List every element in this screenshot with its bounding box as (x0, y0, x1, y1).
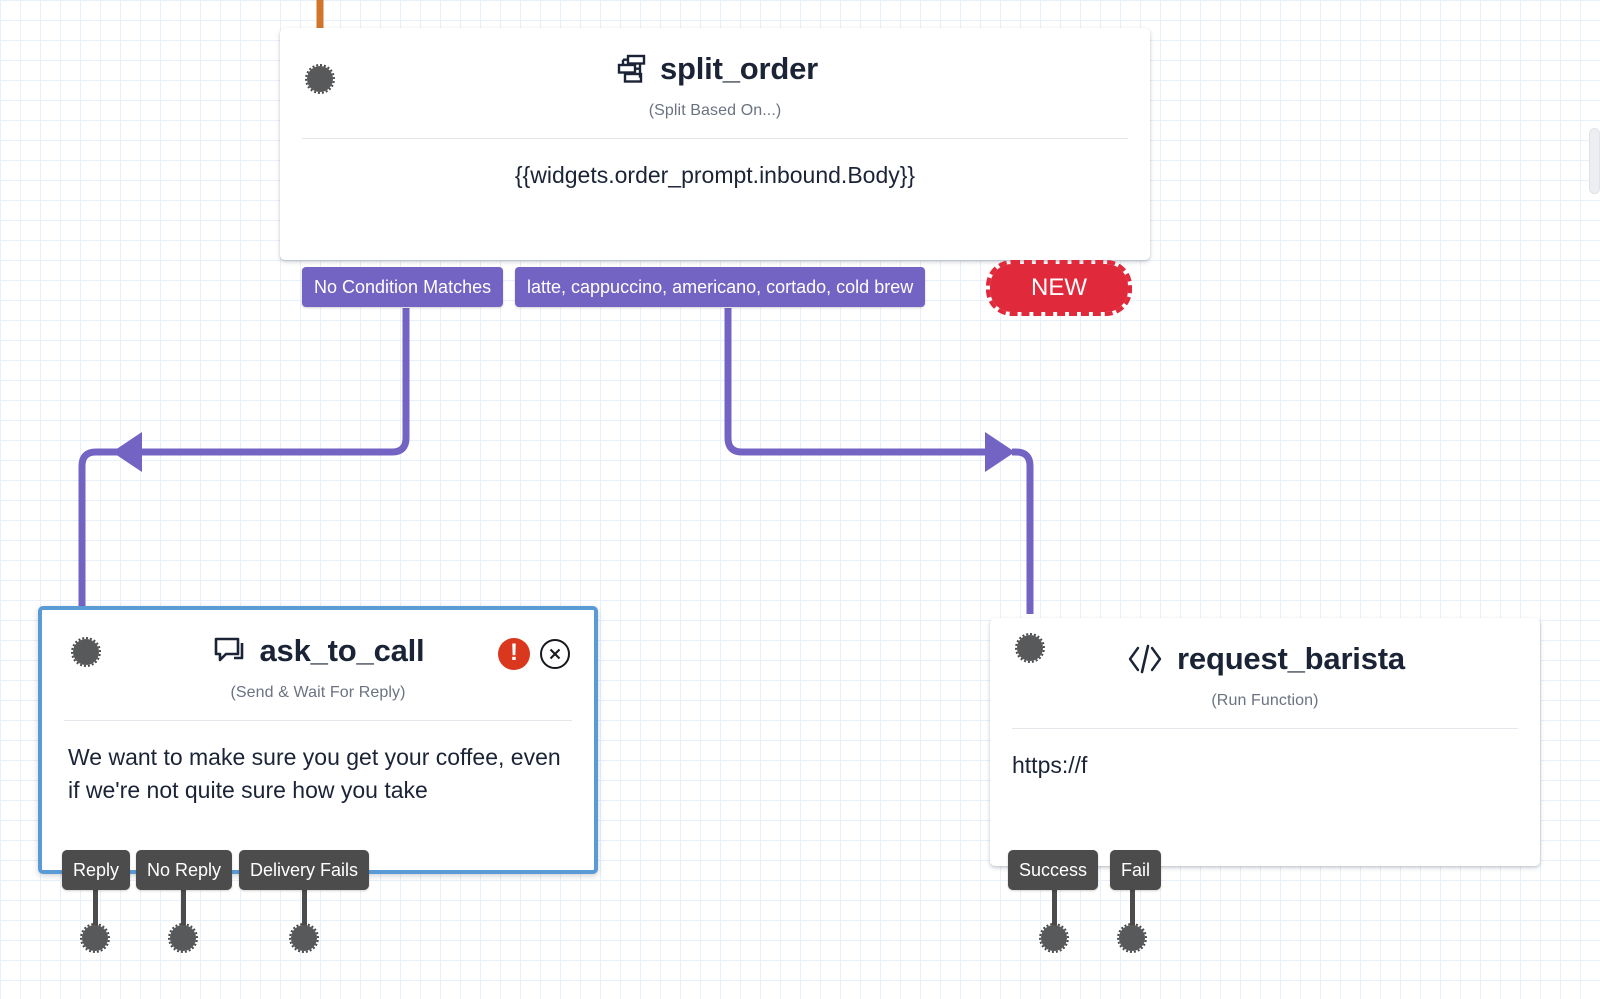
arrowhead-right (985, 432, 1015, 472)
node-subtitle-split-order: (Split Based On...) (648, 102, 782, 119)
output-pill-latte-list[interactable]: latte, cappuccino, americano, cortado, c… (515, 267, 926, 307)
endpoint-handle-no-reply[interactable] (168, 923, 198, 953)
stem-no-reply (181, 880, 186, 930)
arrowhead-left (112, 432, 142, 472)
output-pill-reply[interactable]: Reply (62, 850, 131, 890)
divider-request-barista (1012, 728, 1518, 729)
edge-no-condition-to-ask-to-call (142, 308, 410, 456)
node-title-request-barista: request_barista (1177, 641, 1405, 676)
node-title-ask-to-call: ask_to_call (259, 633, 425, 668)
output-pill-fail[interactable]: Fail (1110, 850, 1162, 890)
input-handle-ask-to-call[interactable] (71, 637, 101, 667)
endpoint-handle-success[interactable] (1039, 923, 1069, 953)
stem-fail (1130, 880, 1135, 930)
split-icon (612, 51, 648, 87)
output-pill-no-reply[interactable]: No Reply (136, 850, 233, 890)
input-handle-split-order[interactable] (305, 64, 335, 94)
error-exclamation-icon[interactable]: ! (498, 638, 530, 670)
stem-reply (93, 880, 98, 930)
node-body-ask-to-call: We want to make sure you get your coffee… (68, 744, 561, 803)
divider-ask-to-call (64, 720, 572, 721)
close-circle-icon[interactable] (540, 639, 570, 669)
endpoint-handle-reply[interactable] (80, 923, 110, 953)
stem-delivery-fails (302, 880, 307, 930)
node-body-split-order: {{widgets.order_prompt.inbound.Body}} (514, 162, 916, 188)
output-pill-success[interactable]: Success (1008, 850, 1099, 890)
edge-left-continue (78, 448, 152, 614)
endpoint-handle-fail[interactable] (1117, 923, 1147, 953)
new-widget-button-label: NEW (1031, 274, 1087, 301)
chat-bubble-icon (212, 633, 248, 669)
node-body-request-barista: https://f (1012, 752, 1088, 778)
edge-right-continue (1012, 448, 1034, 614)
node-header-ask-to-call: ask_to_call (Send & Wait For Reply) (42, 610, 594, 702)
node-subtitle-ask-to-call: (Send & Wait For Reply) (230, 684, 406, 701)
new-widget-button[interactable]: NEW (986, 260, 1132, 316)
vertical-scrollbar-thumb[interactable] (1589, 128, 1600, 194)
node-ask-to-call[interactable]: ! ask_to_call (Send & Wait For Rep (38, 606, 598, 874)
stem-success (1052, 880, 1057, 930)
node-split-order[interactable]: split_order (Split Based On...) {{widget… (280, 28, 1150, 260)
output-pill-no-condition-matches[interactable]: No Condition Matches (302, 267, 504, 307)
node-subtitle-request-barista: (Run Function) (1211, 692, 1319, 709)
code-brackets-icon (1125, 641, 1165, 677)
edge-latte-to-request-barista (724, 308, 985, 456)
output-pill-delivery-fails[interactable]: Delivery Fails (239, 850, 370, 890)
node-title-split-order: split_order (659, 51, 818, 86)
node-header-split-order: split_order (Split Based On...) (280, 28, 1150, 120)
node-request-barista[interactable]: request_barista (Run Function) https://f (990, 618, 1540, 866)
endpoint-handle-delivery-fails[interactable] (289, 923, 319, 953)
divider-split-order (302, 138, 1128, 139)
input-handle-request-barista[interactable] (1015, 633, 1045, 663)
node-header-icons-ask-to-call: ! (498, 638, 570, 670)
node-header-request-barista: request_barista (Run Function) (990, 618, 1540, 710)
